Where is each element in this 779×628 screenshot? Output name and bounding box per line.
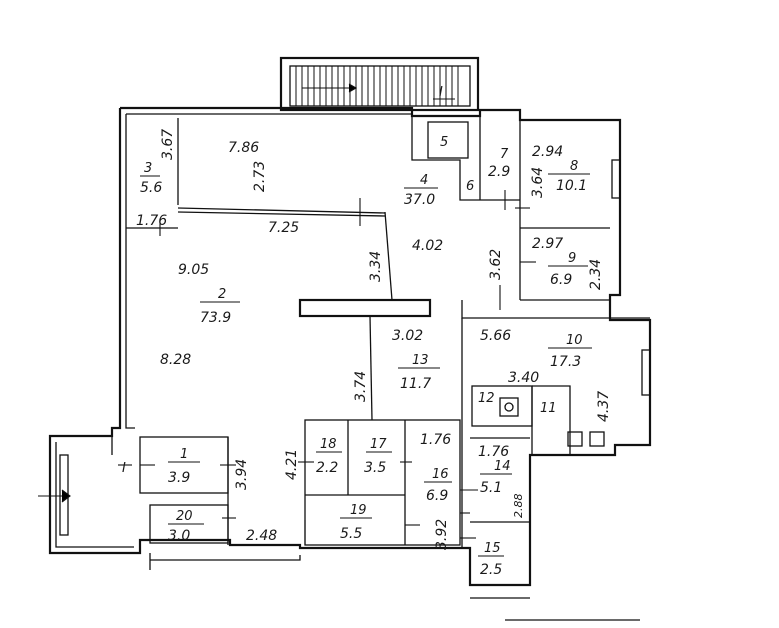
svg-text:2.34: 2.34 [588, 259, 604, 290]
svg-text:8.28: 8.28 [160, 352, 191, 368]
svg-text:1.76: 1.76 [478, 444, 509, 460]
svg-text:11: 11 [540, 401, 557, 416]
svg-text:2.88: 2.88 [512, 494, 525, 519]
room-7: 7 2.9 [488, 147, 510, 180]
svg-text:3.62: 3.62 [488, 249, 504, 280]
svg-text:3.02: 3.02 [392, 328, 423, 344]
svg-text:3.64: 3.64 [530, 167, 546, 198]
svg-text:4.21: 4.21 [284, 449, 300, 480]
svg-text:2: 2 [218, 287, 226, 302]
svg-text:3.40: 3.40 [508, 370, 539, 386]
room-6: 6 [466, 179, 474, 194]
svg-text:37.0: 37.0 [404, 192, 435, 208]
room-18: 18 2.2 [316, 437, 342, 476]
svg-text:8: 8 [570, 159, 578, 174]
room-4: 4 37.0 [404, 173, 438, 208]
svg-text:2.2: 2.2 [316, 460, 338, 476]
svg-text:16: 16 [432, 467, 449, 482]
svg-text:3.9: 3.9 [168, 470, 190, 486]
svg-text:20: 20 [176, 509, 193, 524]
svg-text:2.48: 2.48 [246, 528, 277, 544]
svg-text:3.0: 3.0 [168, 528, 190, 544]
svg-text:7.86: 7.86 [228, 140, 259, 156]
room-9: 9 6.9 [548, 251, 588, 288]
svg-text:13: 13 [412, 353, 429, 368]
room-5: 5 [440, 135, 448, 150]
svg-text:2.73: 2.73 [252, 161, 268, 192]
svg-text:5.5: 5.5 [340, 526, 362, 542]
svg-text:4: 4 [420, 173, 428, 188]
stair-label: I [439, 85, 443, 100]
dimension-ticks [38, 190, 536, 545]
svg-text:5.6: 5.6 [140, 180, 162, 196]
svg-text:10: 10 [566, 333, 583, 348]
entrance-arrow [61, 489, 71, 503]
svg-text:2.94: 2.94 [532, 144, 563, 160]
room-19: 19 5.5 [340, 503, 372, 542]
svg-text:1.76: 1.76 [420, 432, 451, 448]
stairwell [279, 56, 480, 112]
room-1: 1 3.9 [168, 447, 200, 486]
svg-text:1: 1 [180, 447, 188, 462]
svg-text:2.97: 2.97 [532, 236, 563, 252]
svg-text:11.7: 11.7 [400, 376, 431, 392]
annex-label: I [122, 461, 126, 476]
svg-text:7: 7 [500, 147, 509, 162]
room-16: 16 6.9 [424, 467, 452, 504]
room-2: 2 73.9 [200, 287, 240, 326]
svg-text:3.34: 3.34 [368, 251, 384, 282]
svg-text:4.37: 4.37 [596, 391, 612, 422]
svg-text:14: 14 [494, 459, 511, 474]
room-3: 3 5.6 [140, 161, 162, 196]
svg-text:17.3: 17.3 [550, 354, 581, 370]
room-17: 17 3.5 [364, 437, 392, 476]
svg-text:73.9: 73.9 [200, 310, 231, 326]
svg-text:5.1: 5.1 [480, 480, 502, 496]
svg-text:9: 9 [568, 251, 576, 266]
svg-text:19: 19 [350, 503, 367, 518]
svg-text:7.25: 7.25 [268, 220, 299, 236]
svg-text:15: 15 [484, 541, 501, 556]
dimension-labels: 7.86 2.73 3.67 1.76 7.25 9.05 3.34 4.02 … [136, 129, 612, 550]
svg-text:3.5: 3.5 [364, 460, 386, 476]
svg-text:4.02: 4.02 [412, 238, 443, 254]
room-13: 13 11.7 [398, 353, 440, 392]
svg-text:1.76: 1.76 [136, 213, 167, 229]
room-labels: 3 5.6 2 73.9 4 37.0 5 6 7 2.9 8 10.1 [122, 135, 592, 578]
svg-text:2.9: 2.9 [488, 164, 510, 180]
svg-text:6.9: 6.9 [426, 488, 448, 504]
room-15: 15 2.5 [478, 541, 504, 578]
svg-text:18: 18 [320, 437, 337, 452]
room-11: 11 [540, 401, 557, 416]
svg-text:12: 12 [478, 391, 495, 406]
svg-text:3: 3 [144, 161, 152, 176]
svg-text:9.05: 9.05 [178, 262, 209, 278]
svg-text:5.66: 5.66 [480, 328, 511, 344]
room-14: 14 5.1 [480, 459, 512, 496]
room-10: 10 17.3 [548, 333, 592, 370]
svg-text:6: 6 [466, 179, 474, 194]
room-8: 8 10.1 [548, 159, 590, 194]
svg-text:3.74: 3.74 [353, 371, 369, 402]
room-20: 20 3.0 [168, 509, 204, 544]
svg-text:2.5: 2.5 [480, 562, 502, 578]
svg-text:3.67: 3.67 [160, 129, 176, 160]
svg-text:10.1: 10.1 [556, 178, 587, 194]
svg-text:3.94: 3.94 [234, 459, 250, 490]
room-12: 12 [478, 391, 495, 406]
svg-text:17: 17 [370, 437, 387, 452]
svg-text:5: 5 [440, 135, 448, 150]
svg-text:6.9: 6.9 [550, 272, 572, 288]
outer-walls [48, 106, 652, 621]
svg-text:3.92: 3.92 [434, 519, 450, 550]
